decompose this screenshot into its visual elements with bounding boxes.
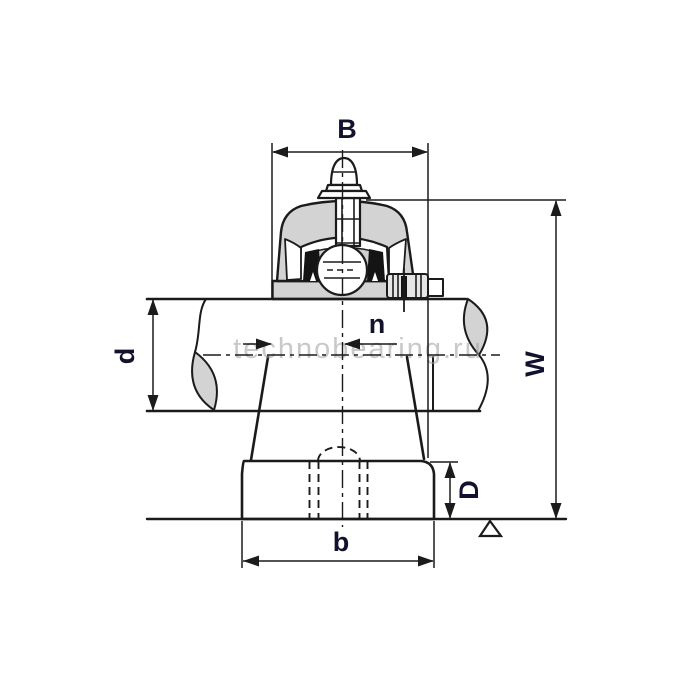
dimension-n [243, 338, 397, 350]
fitting-flange [316, 189, 372, 200]
label-d: d [110, 348, 140, 365]
dimension-labels: B n d W D b [110, 114, 550, 557]
watermark-text: technobearing.ru [233, 333, 483, 365]
label-n: n [369, 309, 386, 339]
grease-fitting [334, 196, 362, 248]
bolt-hole-seat-arc [317, 446, 361, 462]
dimension-b [241, 521, 435, 568]
shaft [145, 297, 489, 413]
shaft-break-right [462, 297, 489, 412]
label-B: B [337, 114, 357, 144]
grease-fitting-head [316, 156, 372, 200]
set-screw-collar [386, 268, 444, 312]
bolt-hole [308, 446, 369, 519]
pedestal [240, 355, 436, 521]
ground [145, 517, 568, 538]
ground-symbol-icon [477, 519, 504, 538]
dimension-d [147, 299, 159, 411]
label-D: D [454, 480, 484, 500]
centerlines [203, 150, 500, 527]
pedestal-base [240, 459, 436, 521]
right-seal [367, 249, 385, 281]
label-W: W [520, 351, 550, 377]
dimension-D [430, 461, 458, 519]
shaft-break-left [191, 298, 218, 412]
fitting-shank [334, 196, 362, 248]
right-seal-notch [372, 272, 378, 281]
left-seal-notch [310, 272, 316, 281]
dimension-B [271, 143, 429, 458]
pedestal-right-slant [405, 355, 426, 461]
dimension-W [366, 199, 566, 519]
pedestal-left-slant [249, 355, 270, 462]
label-b: b [333, 527, 350, 557]
collar-tab [427, 278, 444, 297]
housing-left-pocket [284, 238, 302, 281]
